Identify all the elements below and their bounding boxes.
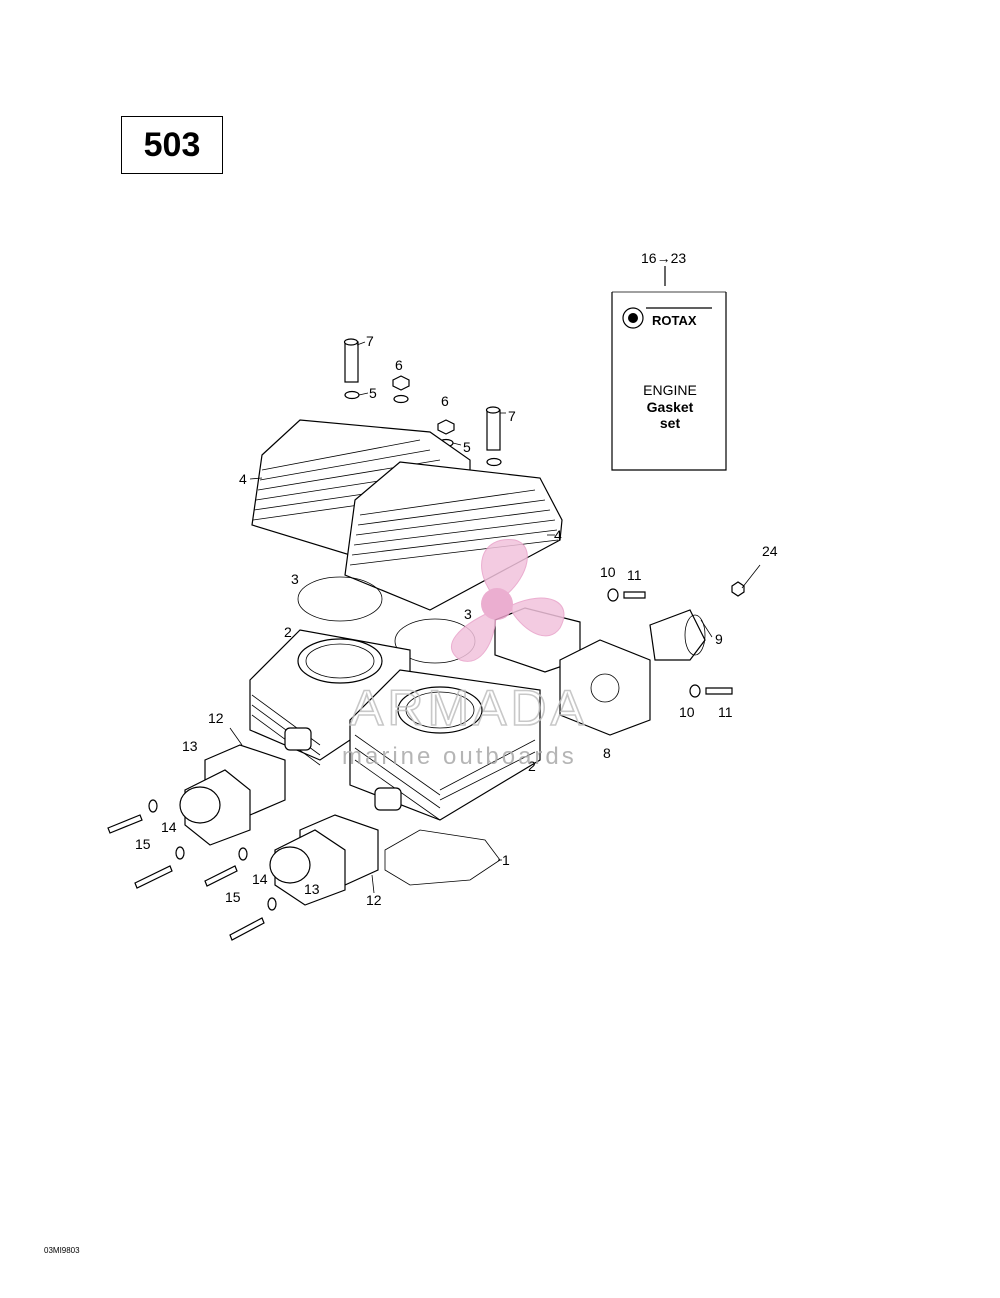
intake-manifold <box>559 639 651 736</box>
intake-assembly <box>494 581 745 736</box>
screw-15c <box>204 865 238 887</box>
screw-15d <box>229 917 265 941</box>
kit-line-2: Gasket <box>647 399 694 415</box>
document-code: 03MI9803 <box>44 1246 80 1255</box>
callout-6b: 6 <box>441 393 449 409</box>
callout-3a: 3 <box>291 571 299 587</box>
washer-10b <box>689 684 701 698</box>
callout-15b: 15 <box>225 889 241 905</box>
exhaust-port-right <box>374 787 402 811</box>
callout-14b: 14 <box>252 871 268 887</box>
washer-14b <box>238 847 248 861</box>
callout-14a: 14 <box>161 819 177 835</box>
callout-11b: 11 <box>718 704 733 720</box>
kit-line-1: ENGINE <box>643 382 697 398</box>
watermark-propeller-logo <box>450 539 565 662</box>
gasket-kit-package: ROTAX ENGINE Gasket set 16→23 <box>611 250 727 471</box>
callout-2b: 2 <box>528 758 536 774</box>
callout-12a: 12 <box>208 710 224 726</box>
callout-9: 9 <box>715 631 723 647</box>
washer-left <box>344 390 360 400</box>
washer-right <box>486 457 502 467</box>
exhaust-port-left <box>284 727 312 751</box>
washer-5a <box>393 394 409 404</box>
callout-8: 8 <box>603 745 611 761</box>
callout-3b: 3 <box>464 606 472 622</box>
cylinder-right <box>349 669 541 821</box>
screw-11a <box>623 591 646 599</box>
fitting-24 <box>731 581 745 597</box>
watermark-brand: ARMADA <box>350 680 588 736</box>
nut-6a <box>392 375 410 391</box>
callout-1: 1 <box>502 852 510 868</box>
exhaust-flanges <box>179 744 379 906</box>
callout-7b: 7 <box>508 408 516 424</box>
callout-5b: 5 <box>463 439 471 455</box>
callout-2a: 2 <box>284 624 292 640</box>
callout-7a: 7 <box>366 333 374 349</box>
rotax-logo-center-icon <box>628 313 638 323</box>
callout-10b: 10 <box>679 704 695 720</box>
kit-brand: ROTAX <box>652 313 697 328</box>
callout-4b: 4 <box>554 527 562 543</box>
kit-callout: 16→23 <box>641 250 686 266</box>
washer-14a <box>148 799 158 813</box>
callout-15a: 15 <box>135 836 151 852</box>
screw-15b <box>134 865 173 889</box>
rotary-valve-cover <box>649 609 706 661</box>
flange-screws <box>107 799 277 941</box>
nut-6b <box>437 419 455 435</box>
leader-lines <box>229 341 761 894</box>
kit-outline <box>611 292 727 471</box>
callout-12b: 12 <box>366 892 382 908</box>
head-gasket-left <box>297 576 383 622</box>
callout-numbers: 7 6 5 6 7 5 4 4 24 3 3 10 11 2 9 10 11 1… <box>135 333 778 908</box>
watermark: ARMADA marine outboards <box>342 539 588 770</box>
watermark-tagline: marine outboards <box>342 743 577 770</box>
cylinder-head-right <box>344 461 563 611</box>
model-number: 503 <box>143 125 201 164</box>
base-gasket <box>384 829 501 886</box>
washer-10a <box>607 588 619 602</box>
callout-13a: 13 <box>182 738 198 754</box>
callout-24: 24 <box>762 543 778 559</box>
callout-10a: 10 <box>600 564 616 580</box>
callout-4a: 4 <box>239 471 247 487</box>
callout-11a: 11 <box>627 567 642 583</box>
callout-6a: 6 <box>395 357 403 373</box>
cylinder-heads <box>251 419 563 611</box>
stud-left <box>344 341 359 383</box>
screw-11b <box>705 687 733 695</box>
stud-right <box>486 409 501 451</box>
callout-5a: 5 <box>369 385 377 401</box>
model-number-box: 503 <box>121 116 223 174</box>
cylinders <box>249 629 541 821</box>
kit-line-3: set <box>660 415 681 431</box>
screw-15a <box>107 814 143 834</box>
callout-13b: 13 <box>304 881 320 897</box>
